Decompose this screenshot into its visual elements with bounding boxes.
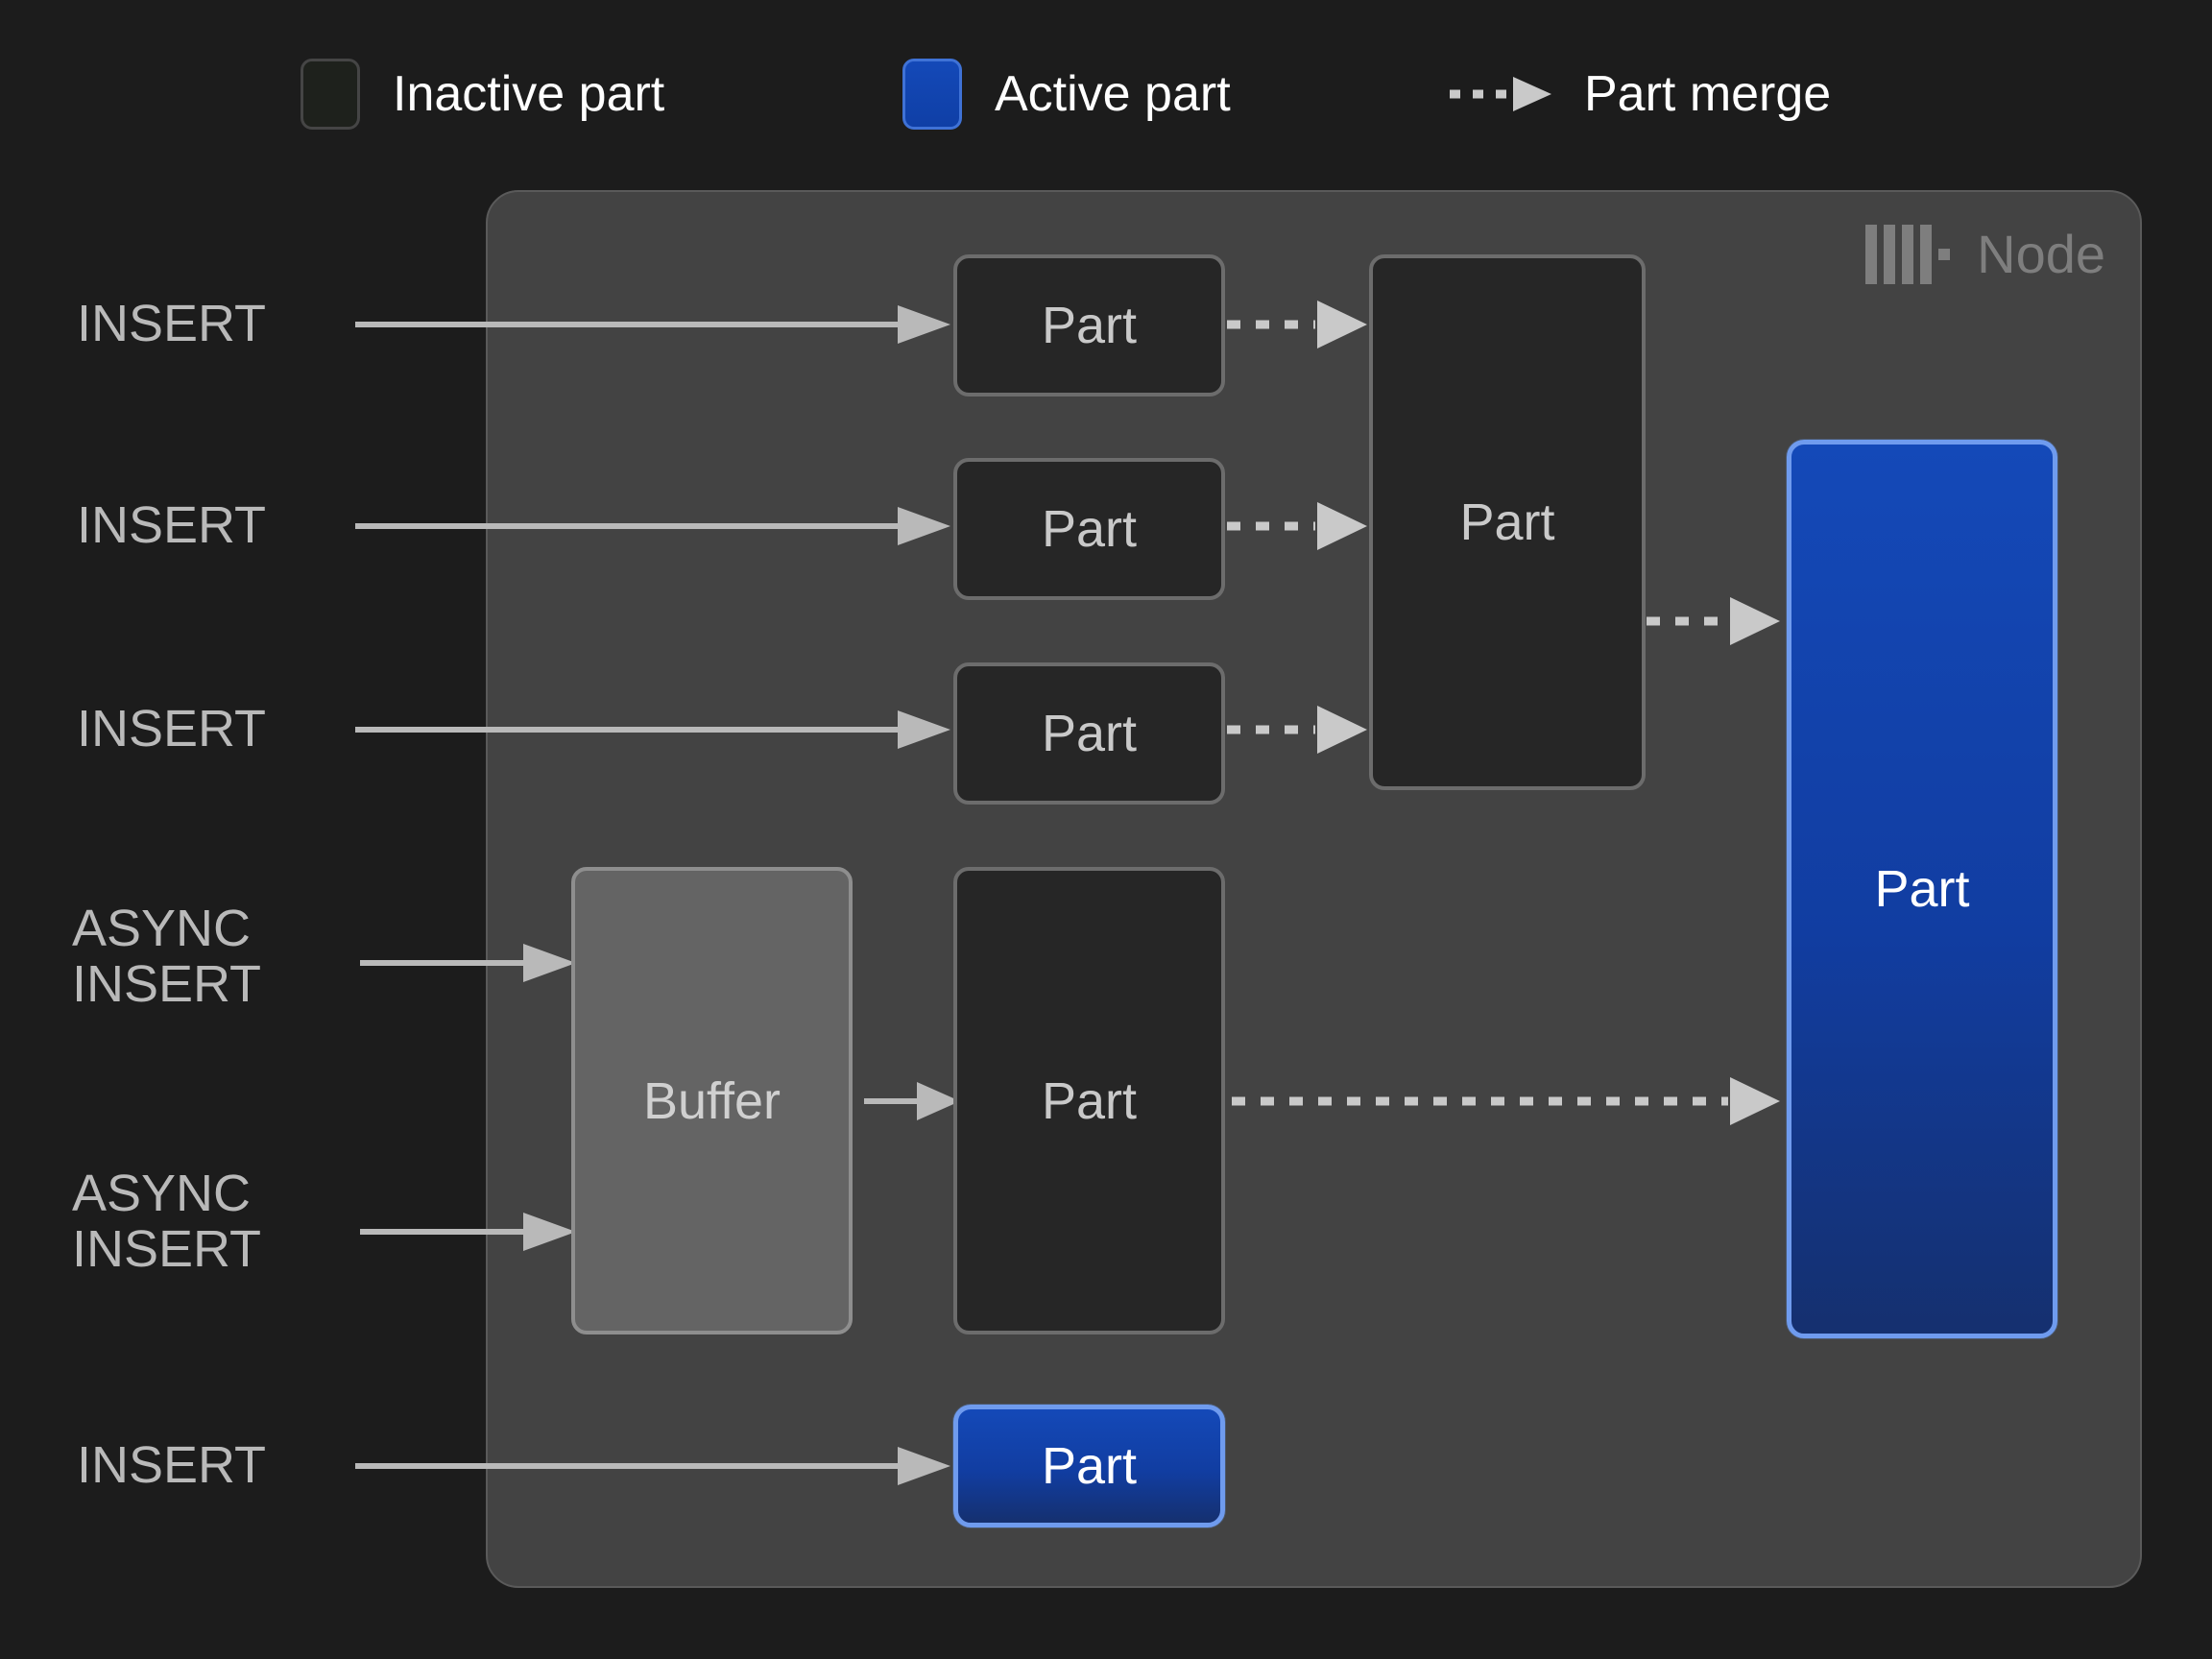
source-label-async-insert-2: ASYNC INSERT	[72, 1165, 262, 1278]
part-box-row-3[interactable]: Part	[953, 662, 1225, 805]
part-box-async-label: Part	[1041, 1071, 1138, 1130]
part-box-row-2-label: Part	[1041, 500, 1138, 558]
legend-label-part-merge: Part merge	[1584, 66, 1832, 122]
source-label-insert-1: INSERT	[77, 295, 267, 352]
inactive-part-swatch	[301, 59, 360, 130]
part-box-row-1[interactable]: Part	[953, 254, 1225, 397]
source-label-insert-3: INSERT	[77, 700, 267, 757]
legend: Inactive part Active part Part merge	[0, 56, 2212, 132]
source-label-async-insert-1: ASYNC INSERT	[72, 900, 262, 1013]
part-box-row-2[interactable]: Part	[953, 458, 1225, 600]
part-box-active-bottom-label: Part	[1041, 1437, 1138, 1495]
legend-item-part-merge: Part merge	[1448, 56, 1831, 132]
legend-label-active-part: Active part	[995, 66, 1231, 122]
node-label: Node	[1977, 224, 2105, 284]
part-box-active-large[interactable]: Part	[1787, 440, 2057, 1338]
part-box-row-3-label: Part	[1041, 705, 1138, 762]
active-part-swatch	[902, 59, 962, 130]
part-box-merged-label: Part	[1459, 493, 1555, 551]
node-badge: Node	[1863, 225, 2105, 284]
part-box-async[interactable]: Part	[953, 867, 1225, 1334]
buffer-box-label: Buffer	[642, 1071, 781, 1130]
source-label-insert-4: INSERT	[77, 1436, 267, 1494]
dashed-arrow-icon	[1450, 77, 1551, 111]
legend-item-inactive-part: Inactive part	[301, 56, 664, 132]
clickhouse-logo-icon	[1865, 225, 1951, 284]
part-box-merged[interactable]: Part	[1369, 254, 1646, 790]
part-box-row-1-label: Part	[1041, 297, 1138, 354]
part-box-active-bottom[interactable]: Part	[953, 1405, 1225, 1527]
source-label-insert-2: INSERT	[77, 496, 267, 554]
buffer-box[interactable]: Buffer	[571, 867, 853, 1334]
part-box-active-large-label: Part	[1874, 860, 1970, 918]
legend-label-inactive-part: Inactive part	[393, 66, 665, 122]
legend-item-active-part: Active part	[902, 56, 1231, 132]
